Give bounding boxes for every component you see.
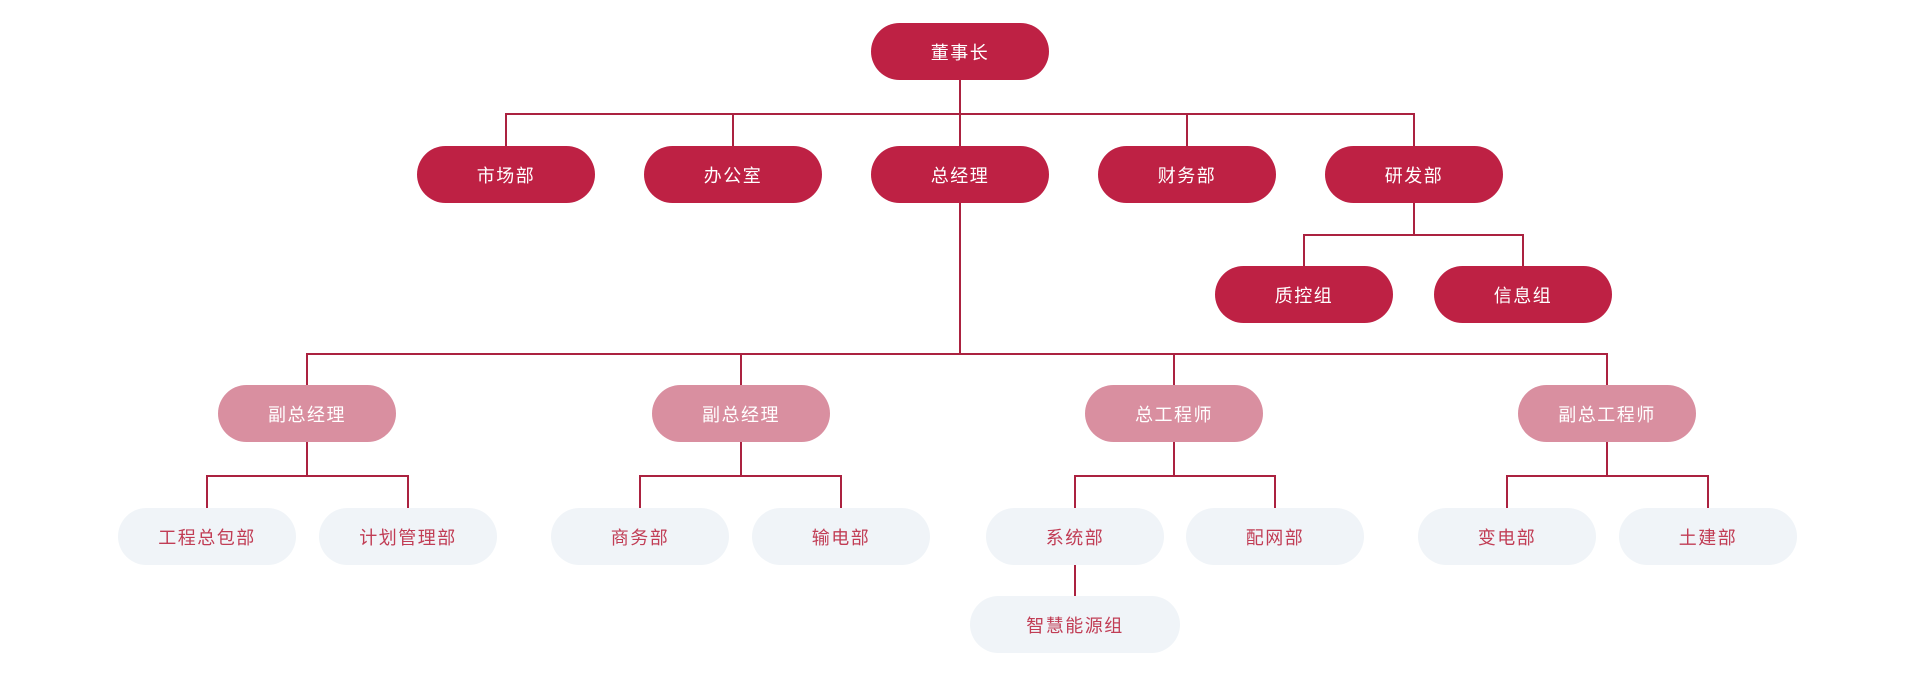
node-chief-engineer: 总工程师 <box>1085 385 1263 442</box>
node-power-transmission-dept: 输电部 <box>752 508 930 565</box>
connector-line <box>1303 234 1305 266</box>
node-engineering-epc-dept: 工程总包部 <box>118 508 296 565</box>
connector-line <box>1186 113 1188 146</box>
connector-line <box>639 475 641 508</box>
connector-line <box>732 113 734 146</box>
node-deputy-general-manager-1: 副总经理 <box>218 385 396 442</box>
connector-line <box>959 203 961 353</box>
connector-line <box>959 113 961 146</box>
connector-line <box>1303 234 1524 236</box>
connector-line <box>1506 475 1508 508</box>
connector-line <box>306 442 308 475</box>
node-rnd-dept: 研发部 <box>1325 146 1503 203</box>
connector-line <box>959 80 961 114</box>
connector-line <box>306 353 308 385</box>
node-smart-energy-group: 智慧能源组 <box>970 596 1180 653</box>
connector-line <box>1522 234 1524 266</box>
node-system-dept: 系统部 <box>986 508 1164 565</box>
node-planning-management-dept: 计划管理部 <box>319 508 497 565</box>
node-office: 办公室 <box>644 146 822 203</box>
connector-line <box>1606 353 1608 385</box>
connector-line <box>840 475 842 508</box>
connector-line <box>740 442 742 475</box>
connector-line <box>306 353 1608 355</box>
node-general-manager: 总经理 <box>871 146 1049 203</box>
node-deputy-general-manager-2: 副总经理 <box>652 385 830 442</box>
connector-line <box>1413 113 1415 146</box>
connector-line <box>1173 353 1175 385</box>
node-chairman: 董事长 <box>871 23 1049 80</box>
connector-line <box>206 475 409 477</box>
connector-line <box>1606 442 1608 475</box>
node-substation-dept: 变电部 <box>1418 508 1596 565</box>
connector-line <box>206 475 208 508</box>
connector-line <box>639 475 842 477</box>
connector-line <box>407 475 409 508</box>
connector-line <box>1506 475 1709 477</box>
connector-line <box>1074 475 1076 508</box>
connector-line <box>1274 475 1276 508</box>
connector-line <box>1074 475 1276 477</box>
connector-line <box>1074 565 1076 596</box>
node-information-group: 信息组 <box>1434 266 1612 323</box>
node-marketing-dept: 市场部 <box>417 146 595 203</box>
connector-line <box>1173 442 1175 475</box>
connector-line <box>505 113 507 146</box>
node-commerce-dept: 商务部 <box>551 508 729 565</box>
node-distribution-network-dept: 配网部 <box>1186 508 1364 565</box>
node-civil-engineering-dept: 土建部 <box>1619 508 1797 565</box>
connector-line <box>1707 475 1709 508</box>
connector-line <box>740 353 742 385</box>
node-finance-dept: 财务部 <box>1098 146 1276 203</box>
connector-line <box>1413 203 1415 234</box>
node-quality-control-group: 质控组 <box>1215 266 1393 323</box>
node-deputy-chief-engineer: 副总工程师 <box>1518 385 1696 442</box>
